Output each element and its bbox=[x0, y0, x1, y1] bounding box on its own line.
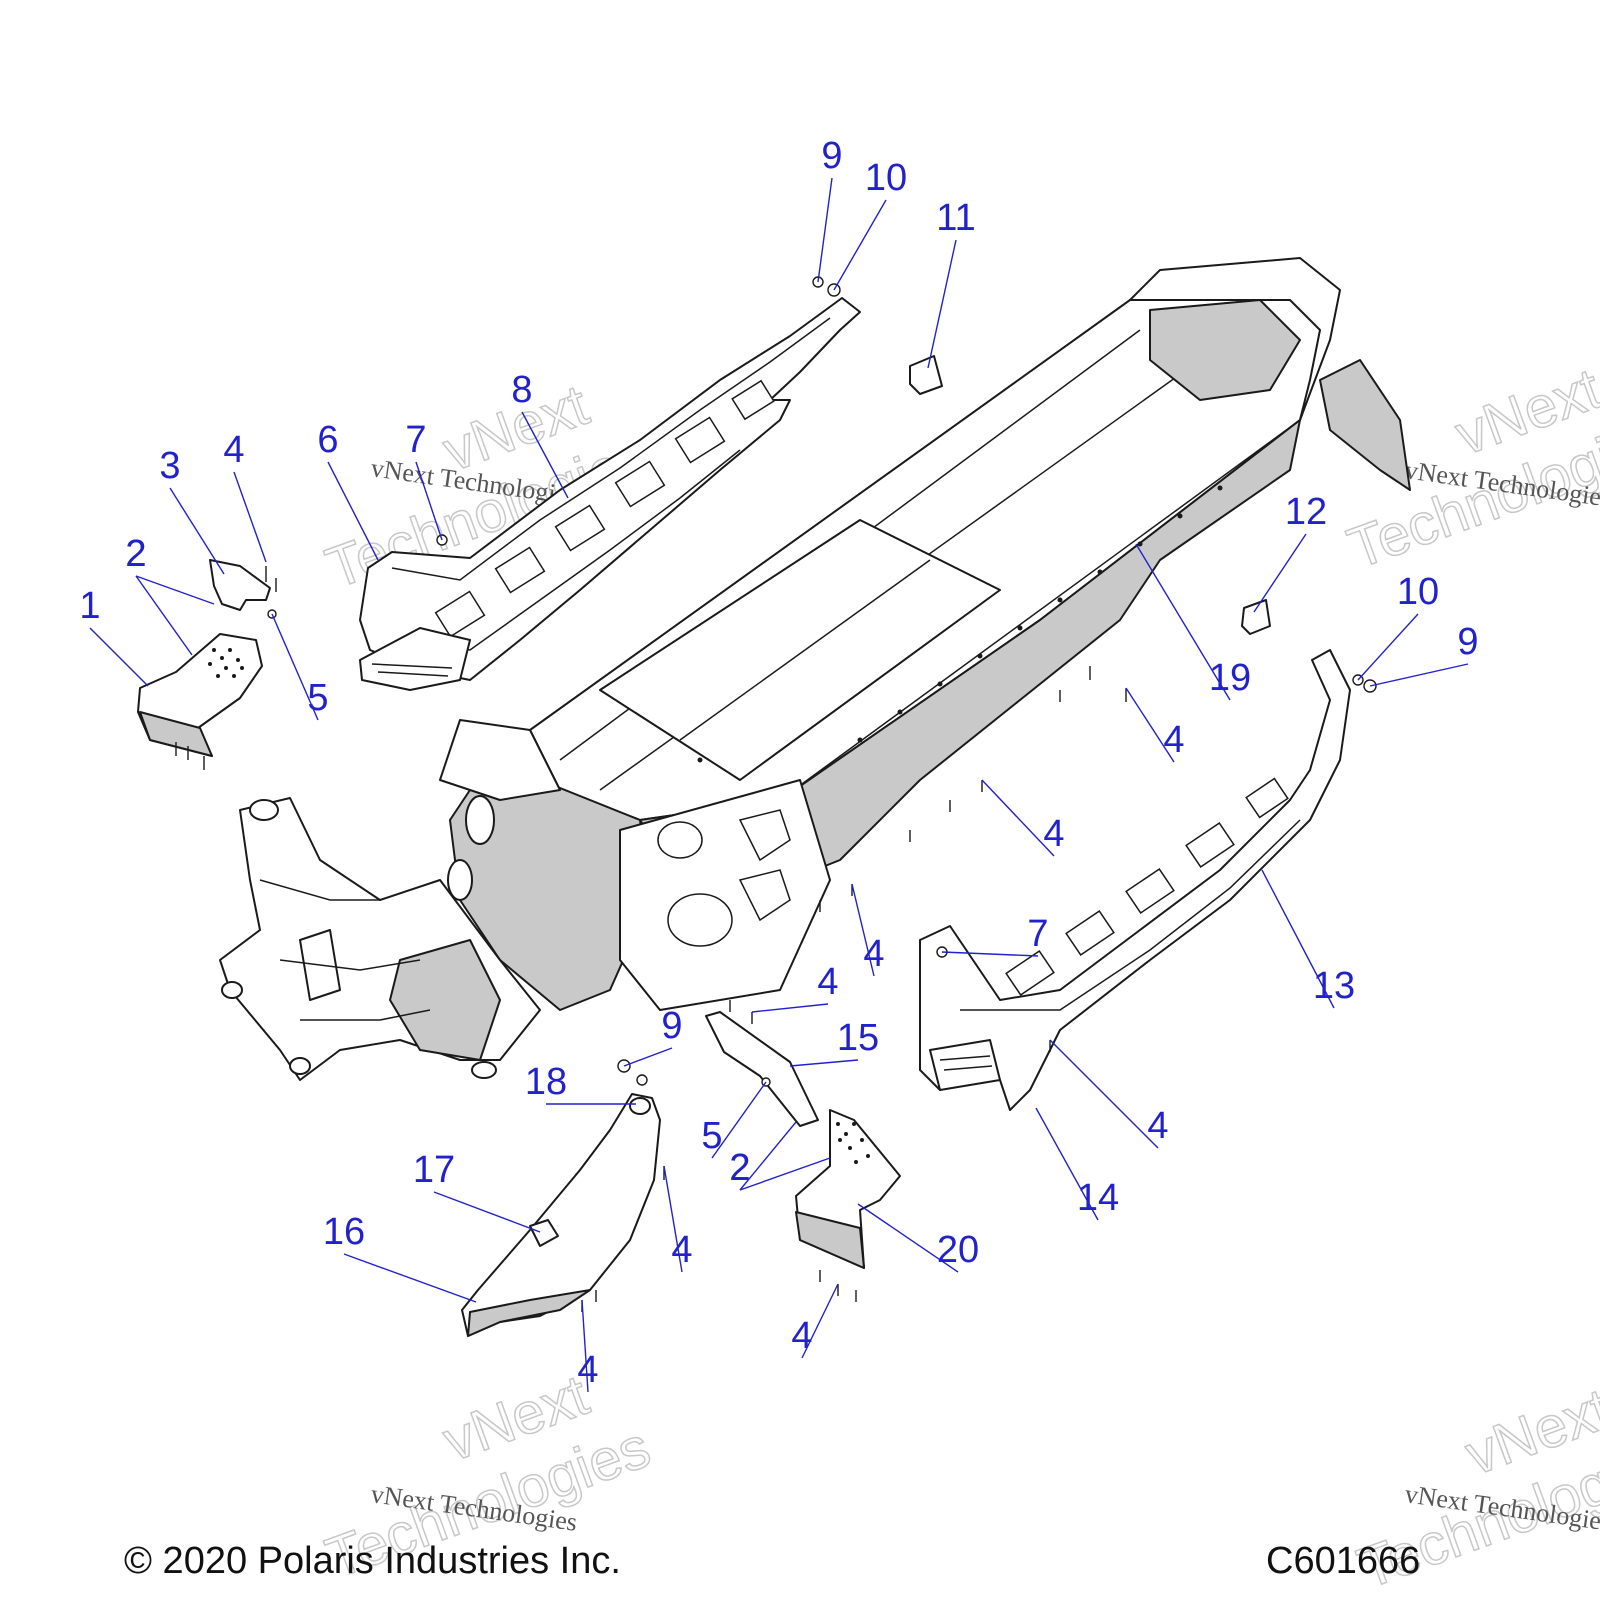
callout-label-14: 9 bbox=[1457, 621, 1478, 663]
part-front-frame bbox=[219, 797, 541, 1081]
callout-label-4: 4 bbox=[223, 429, 244, 471]
callout-label-6: 6 bbox=[317, 419, 338, 461]
callout-label-12: 12 bbox=[1285, 491, 1327, 533]
callout-label-29: 14 bbox=[1077, 1177, 1119, 1219]
callout-leader-25 bbox=[711, 1081, 767, 1159]
callout-leader-18 bbox=[851, 883, 875, 977]
part-left-running-board bbox=[359, 297, 861, 691]
callout-label-3: 3 bbox=[159, 445, 180, 487]
callout-leader-11 bbox=[927, 239, 957, 369]
callout-label-5: 5 bbox=[307, 677, 328, 719]
callout-label-22: 15 bbox=[837, 1017, 879, 1059]
callout-label-34: 4 bbox=[577, 1349, 598, 1391]
callout-label-30: 17 bbox=[413, 1149, 455, 1191]
callout-leader-16 bbox=[1125, 687, 1175, 763]
callout-label-1: 2 bbox=[125, 533, 146, 575]
callout-leader-33 bbox=[857, 1203, 959, 1273]
callout-label-2: 2 bbox=[125, 533, 146, 575]
callout-label-33: 20 bbox=[937, 1229, 979, 1271]
callout-leader-12 bbox=[1253, 533, 1307, 613]
callout-leader-31 bbox=[343, 1253, 477, 1303]
part-right-footrest-guard bbox=[705, 1011, 901, 1269]
callout-label-26: 2 bbox=[729, 1147, 750, 1189]
callout-label-16: 4 bbox=[1163, 719, 1184, 761]
callout-leader-22 bbox=[789, 1059, 859, 1067]
callout-label-13: 10 bbox=[1397, 571, 1439, 613]
callout-leader-9 bbox=[817, 177, 833, 283]
callout-label-32: 4 bbox=[671, 1229, 692, 1271]
drawing-number: C601666 bbox=[1266, 1540, 1421, 1582]
callout-leader-3 bbox=[169, 487, 225, 575]
callout-label-10: 10 bbox=[865, 157, 907, 199]
callout-leader-7 bbox=[415, 461, 443, 541]
callout-label-8: 8 bbox=[511, 369, 532, 411]
callout-label-7: 7 bbox=[405, 419, 426, 461]
callout-leader-5 bbox=[271, 613, 319, 721]
callout-leader-6 bbox=[327, 461, 379, 561]
callout-leader-21 bbox=[751, 1003, 829, 1013]
callout-label-27: 2 bbox=[729, 1147, 750, 1189]
callout-leader-17 bbox=[981, 779, 1055, 857]
callout-leader-30 bbox=[433, 1191, 541, 1233]
callout-leader-8 bbox=[521, 411, 569, 499]
callout-label-24: 18 bbox=[525, 1061, 567, 1103]
callout-leader-29 bbox=[1035, 1107, 1099, 1221]
callout-leader-4 bbox=[233, 471, 267, 563]
part-right-running-board bbox=[919, 649, 1351, 1111]
callout-label-11: 11 bbox=[936, 197, 975, 239]
callout-label-23: 9 bbox=[661, 1005, 682, 1047]
callout-leader-10 bbox=[833, 199, 887, 291]
part-left-footrest-guard bbox=[137, 559, 271, 757]
callout-leader-20 bbox=[941, 951, 1039, 957]
part-pad-12 bbox=[1241, 599, 1271, 635]
callout-label-19: 13 bbox=[1313, 965, 1355, 1007]
callout-label-0: 1 bbox=[79, 585, 100, 627]
callout-label-9: 9 bbox=[821, 135, 842, 177]
callout-leader-26 bbox=[739, 1121, 797, 1191]
callout-label-15: 19 bbox=[1209, 657, 1251, 699]
part-pad-11 bbox=[909, 355, 943, 395]
callout-label-20: 7 bbox=[1027, 913, 1048, 955]
callout-leader-35 bbox=[801, 1283, 839, 1359]
callout-leader-14 bbox=[1369, 663, 1469, 687]
callout-leader-34 bbox=[581, 1299, 589, 1393]
callout-label-35: 4 bbox=[791, 1315, 812, 1357]
callout-leader-2 bbox=[135, 575, 215, 605]
callout-leader-27 bbox=[739, 1157, 831, 1191]
callout-leader-13 bbox=[1357, 613, 1419, 681]
callout-leader-32 bbox=[663, 1165, 683, 1273]
callout-leader-19 bbox=[1261, 869, 1335, 1009]
callout-leaders bbox=[89, 177, 1469, 1393]
callout-leader-0 bbox=[89, 627, 149, 687]
callout-leader-23 bbox=[623, 1047, 673, 1067]
callout-leader-1 bbox=[135, 575, 193, 656]
callout-leader-28 bbox=[1049, 1039, 1159, 1149]
callout-leader-15 bbox=[1135, 543, 1231, 701]
callout-label-18: 4 bbox=[863, 933, 884, 975]
callout-label-21: 4 bbox=[817, 961, 838, 1003]
callout-label-28: 4 bbox=[1147, 1105, 1168, 1147]
callout-label-17: 4 bbox=[1043, 813, 1064, 855]
copyright-notice: © 2020 Polaris Industries Inc. bbox=[124, 1540, 621, 1582]
part-chassis-tunnel bbox=[439, 257, 1411, 1011]
callout-label-25: 5 bbox=[701, 1115, 722, 1157]
part-side-panel bbox=[461, 1093, 661, 1337]
callout-label-31: 16 bbox=[323, 1211, 365, 1253]
